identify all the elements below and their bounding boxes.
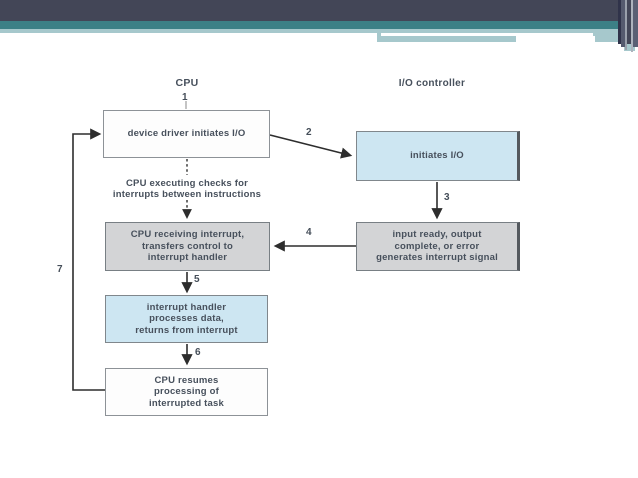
step-label-5: 5	[194, 274, 200, 285]
header-stripe-light-left	[0, 29, 378, 33]
header-edge-stripe	[621, 0, 625, 47]
loop-arrow-step-7	[72, 128, 105, 391]
header-edge-stripe	[627, 0, 631, 44]
node-interrupt-handler: interrupt handler processes data, return…	[105, 295, 268, 343]
header-edge-stripe	[625, 0, 627, 50]
step-label-2: 2	[306, 127, 312, 138]
header-edge-stripe	[631, 0, 633, 52]
node-cpu-receiving-interrupt: CPU receiving interrupt, transfers contr…	[105, 222, 270, 271]
column-header-cpu: CPU	[175, 77, 199, 89]
header-white-gap	[516, 36, 595, 42]
node-device-driver-initiates-io: device driver initiates I/O	[103, 110, 270, 158]
header-teal-patch	[624, 42, 635, 51]
header-edge-stripe	[618, 0, 621, 44]
header-edge-stripe	[633, 0, 638, 47]
header-bar-dark	[0, 0, 638, 21]
node-io-interrupt-signal: input ready, output complete, or error g…	[356, 222, 520, 271]
step-label-1: 1	[182, 92, 188, 103]
step-label-4: 4	[306, 227, 312, 238]
node-cpu-executing-checks: CPU executing checks for interrupts betw…	[112, 178, 262, 201]
step-label-7: 7	[57, 264, 63, 275]
node-cpu-resumes: CPU resumes processing of interrupted ta…	[105, 368, 268, 416]
header-stripe-teal	[0, 21, 638, 29]
column-header-io-controller: I/O controller	[398, 78, 466, 89]
arrow-step-2	[269, 134, 353, 159]
node-io-controller-initiates-io: initiates I/O	[356, 131, 520, 181]
header-white-rule	[381, 33, 593, 36]
step-label-3: 3	[444, 192, 450, 203]
step-label-6: 6	[195, 347, 201, 358]
